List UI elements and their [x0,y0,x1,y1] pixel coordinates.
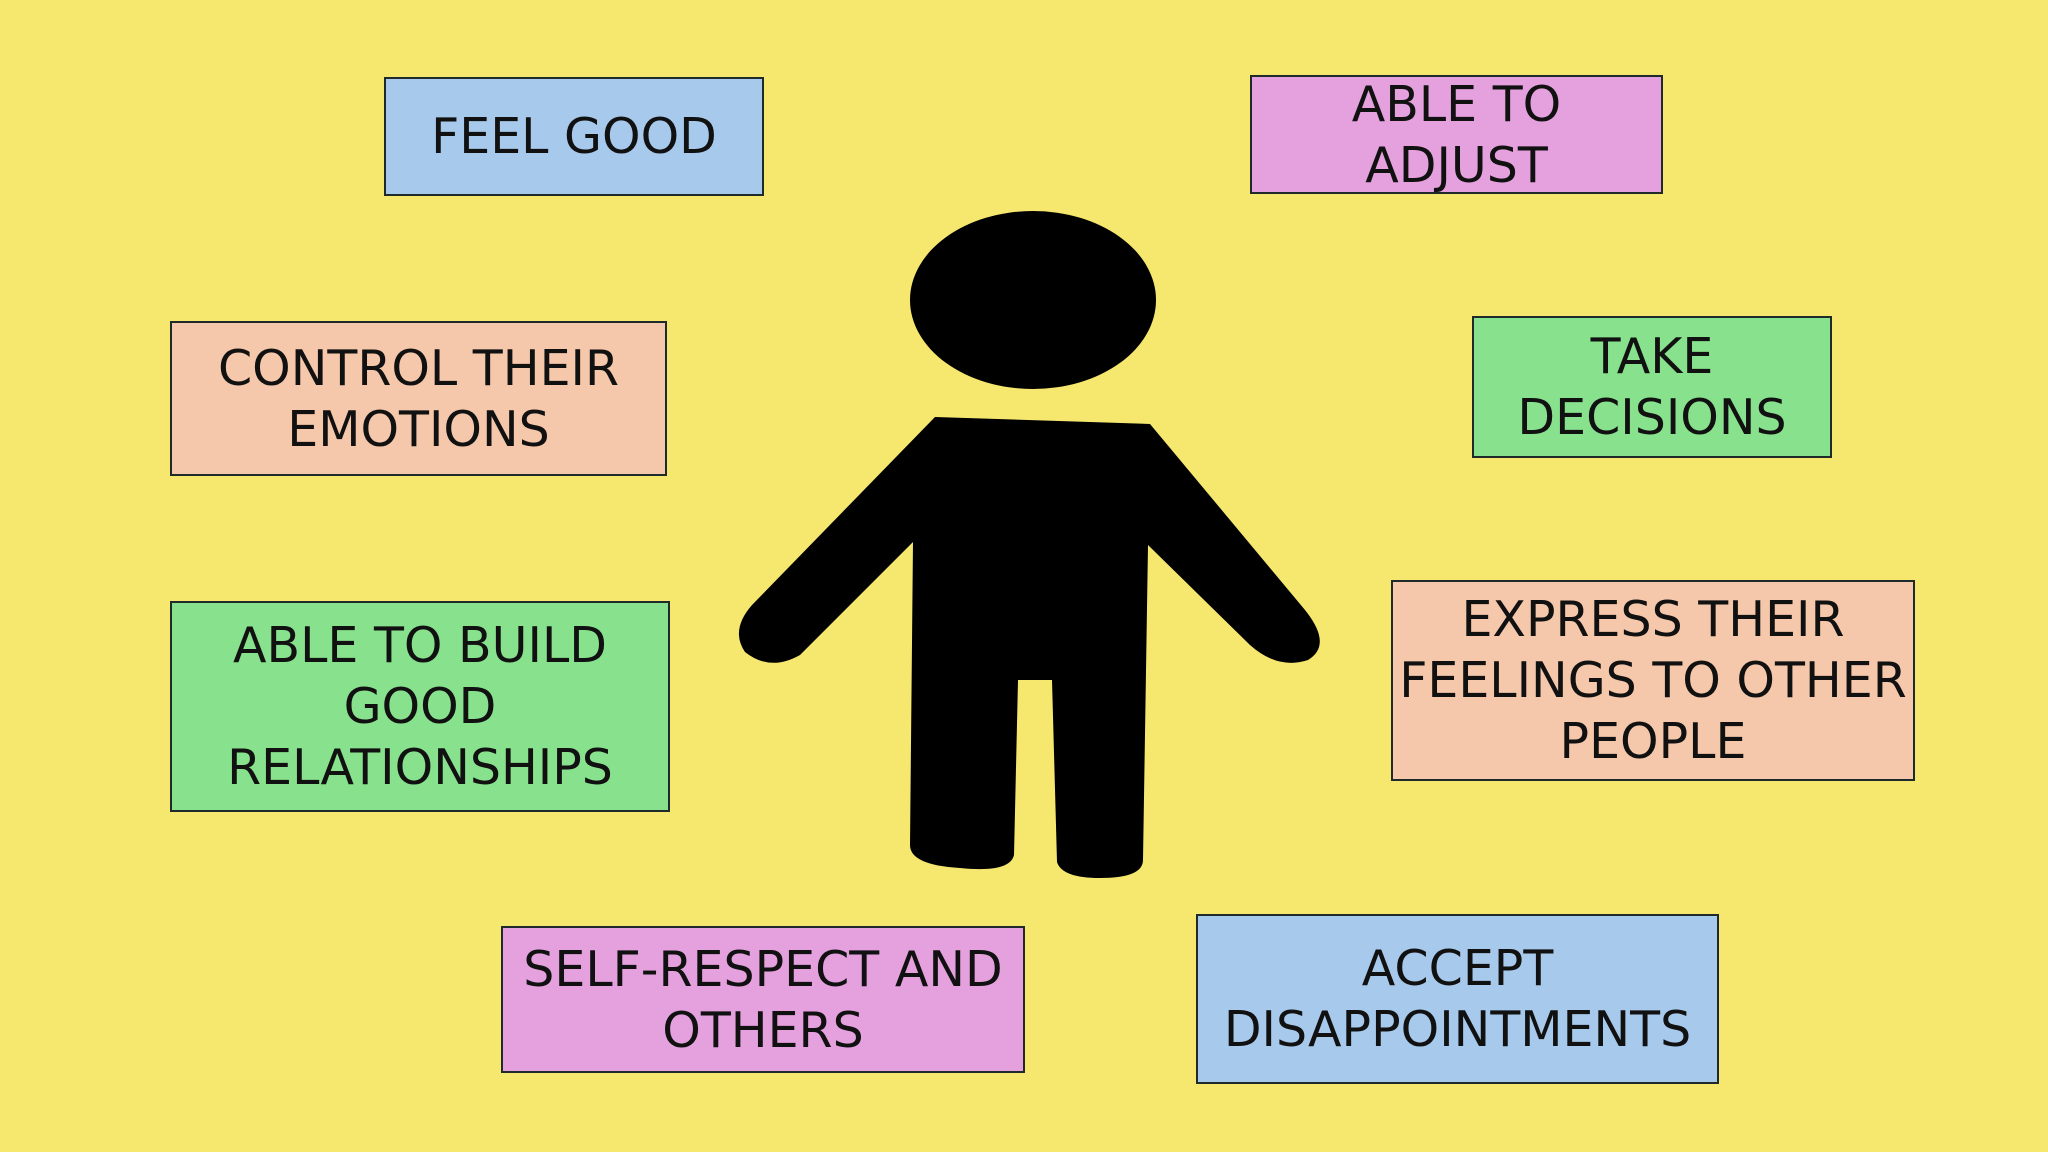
take-decisions-box: TAKE DECISIONS [1472,316,1832,458]
express-feelings-box: EXPRESS THEIR FEELINGS TO OTHER PEOPLE [1391,580,1915,781]
express-feelings-line-1: EXPRESS THEIR [1461,591,1845,648]
person-head [910,211,1156,389]
build-relationships-line-3: RELATIONSHIPS [227,739,613,796]
control-emotions-line-2: EMOTIONS [287,400,550,458]
accept-disappointments-box: ACCEPT DISAPPOINTMENTS [1196,914,1719,1084]
build-relationships-box: ABLE TO BUILD GOOD RELATIONSHIPS [170,601,670,812]
build-relationships-line-2: GOOD [343,678,497,735]
able-to-adjust-line-2: ADJUST [1365,136,1548,194]
feel-good-line-1: FEEL GOOD [431,108,717,165]
build-relationships-line-1: ABLE TO BUILD [232,617,607,674]
control-emotions-line-1: CONTROL THEIR [217,339,620,397]
self-respect-box: SELF-RESPECT AND OTHERS [501,926,1025,1073]
self-respect-line-2: OTHERS [662,1001,864,1059]
express-feelings-line-2: FEELINGS TO OTHER [1399,652,1907,709]
feel-good-box: FEEL GOOD [384,77,764,196]
take-decisions-line-2: DECISIONS [1517,389,1787,446]
accept-disappointments-line-2: DISAPPOINTMENTS [1223,1001,1692,1058]
accept-disappointments-line-1: ACCEPT [1361,940,1554,997]
able-to-adjust-line-1: ABLE TO [1351,75,1562,133]
able-to-adjust-box: ABLE TO ADJUST [1250,75,1663,194]
control-emotions-box: CONTROL THEIR EMOTIONS [170,321,667,476]
self-respect-line-1: SELF-RESPECT AND [523,940,1003,998]
take-decisions-line-1: TAKE [1590,328,1714,385]
express-feelings-line-3: PEOPLE [1559,713,1747,770]
person-body [738,417,1320,878]
